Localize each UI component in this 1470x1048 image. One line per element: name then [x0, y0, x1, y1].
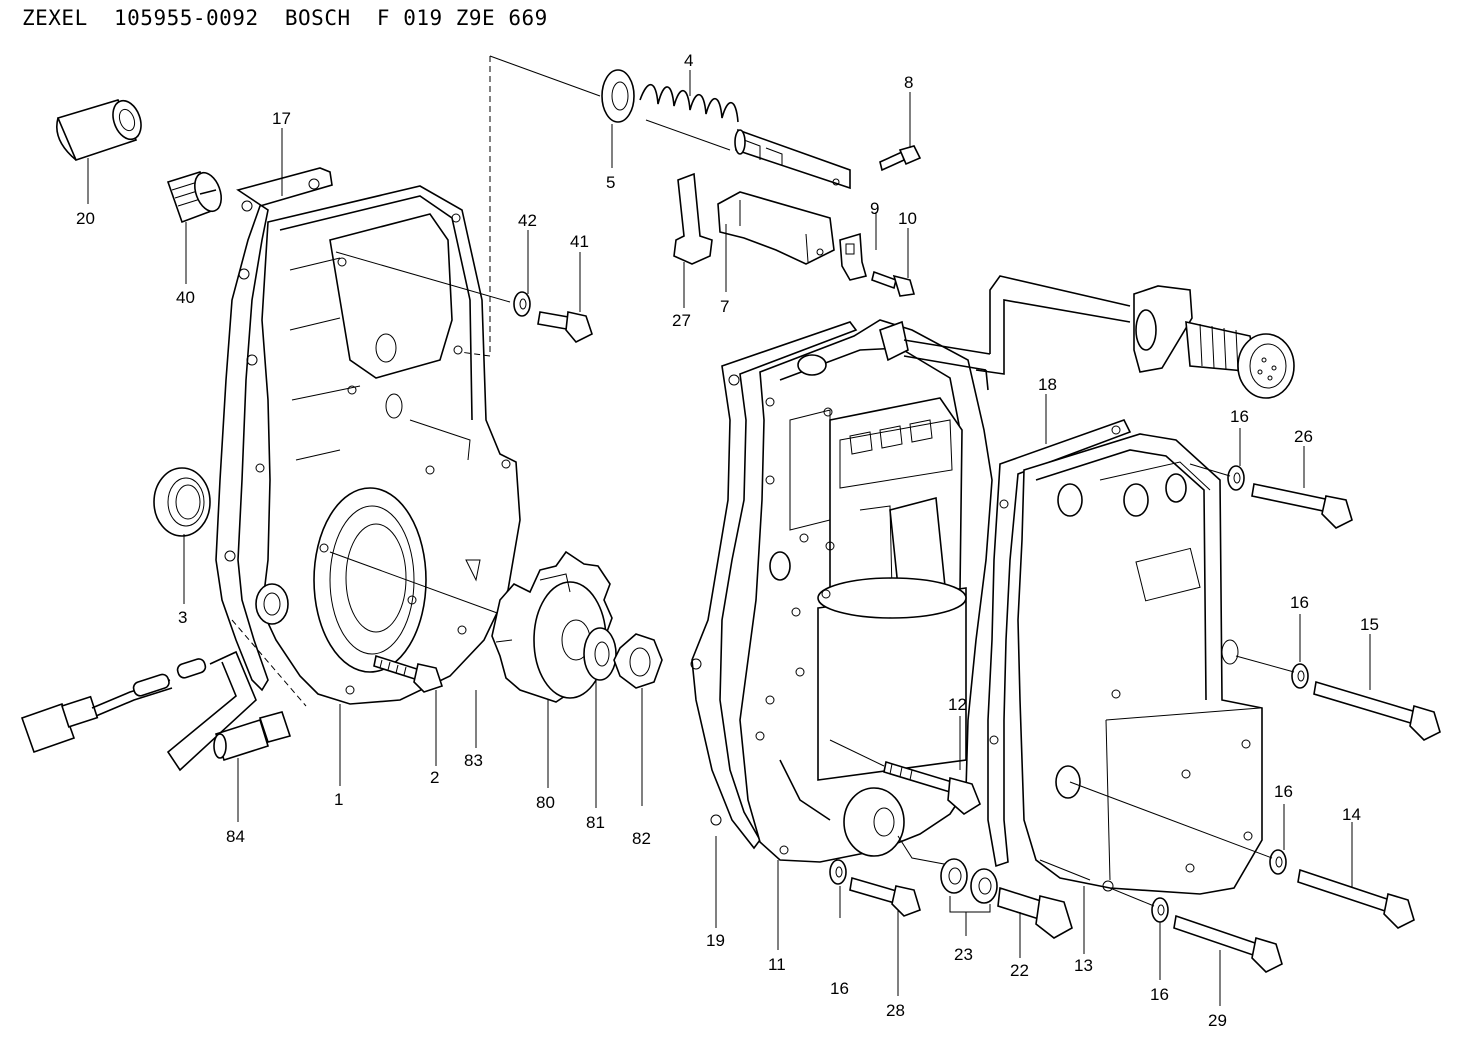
callout-16-a: 16 [1230, 407, 1249, 426]
callout-28: 28 [886, 1001, 905, 1020]
part-1-housing [255, 185, 521, 705]
callout-16-e: 16 [830, 979, 849, 998]
callout-16-b: 16 [1290, 593, 1309, 612]
callout-26: 26 [1294, 427, 1313, 446]
part-27-bracket [673, 172, 713, 265]
part-16-washer-e [829, 859, 847, 885]
part-29-bolt [1109, 887, 1283, 973]
callout-81: 81 [586, 813, 605, 832]
part-12-bolt [829, 739, 981, 815]
part-10-screw [871, 270, 916, 297]
part-16-washer-a [1227, 465, 1245, 491]
callout-16-c: 16 [1274, 782, 1293, 801]
header-brand-bosch: BOSCH [284, 6, 351, 30]
callout-41: 41 [570, 232, 589, 251]
part-linkage-rod [734, 128, 851, 190]
header-bosch-number: F 019 Z9E 669 [376, 6, 548, 30]
callout-19: 19 [706, 931, 725, 950]
part-41-bolt [537, 311, 593, 343]
callout-labels: 1 2 3 4 5 7 8 9 10 11 12 13 14 15 16 16 … [76, 51, 1379, 1030]
part-7-lever [717, 191, 835, 265]
callout-13: 13 [1074, 956, 1093, 975]
callout-14: 14 [1342, 805, 1361, 824]
part-80-rotor [491, 550, 613, 703]
part-16-washer-b [1291, 663, 1309, 689]
part-2-bolt [373, 654, 444, 693]
part-16-washer-d [1151, 897, 1169, 923]
part-3-seal-ring [153, 467, 211, 537]
callout-40: 40 [176, 288, 195, 307]
callout-2: 2 [430, 768, 439, 787]
callout-42: 42 [518, 211, 537, 230]
part-16-washer-c [1269, 849, 1287, 875]
diagram-header: ZEXEL 105955-0092 BOSCH F 019 Z9E 669 [22, 6, 548, 30]
part-81-washer [583, 627, 617, 681]
callout-84: 84 [226, 827, 245, 846]
callout-11: 11 [768, 955, 786, 974]
part-20-sleeve [56, 99, 142, 161]
part-18-gasket [987, 419, 1132, 868]
callout-7: 7 [720, 297, 729, 316]
part-26-bolt [1189, 463, 1353, 529]
part-5-ring [601, 69, 635, 123]
callout-9: 9 [870, 199, 879, 218]
callout-27: 27 [672, 311, 691, 330]
part-40-plug [166, 171, 222, 224]
part-4-spring [639, 83, 739, 151]
part-22-plug-bolt [897, 835, 1073, 939]
part-82-nut [613, 633, 663, 689]
part-13-cover [1017, 433, 1263, 895]
callout-18: 18 [1038, 375, 1057, 394]
callout-17: 17 [272, 109, 291, 128]
callout-20: 20 [76, 209, 95, 228]
part-42-washer [513, 291, 531, 317]
callout-5: 5 [606, 173, 615, 192]
part-17-gasket [215, 167, 333, 692]
callout-80: 80 [536, 793, 555, 812]
part-8-screw [879, 145, 922, 172]
callout-83: 83 [464, 751, 483, 770]
part-19-gasket [690, 321, 858, 850]
callout-3: 3 [178, 608, 187, 627]
callout-12: 12 [948, 695, 967, 714]
part-15-bolt [1235, 655, 1441, 741]
callout-8: 8 [904, 73, 913, 92]
header-brand-zexel: ZEXEL [22, 6, 88, 30]
leader-lines [87, 70, 1371, 1006]
part-11-actuator-housing [739, 319, 993, 863]
part-28-bolt [849, 876, 921, 917]
callout-1: 1 [334, 790, 343, 809]
part-9-plate [839, 232, 867, 281]
callout-10: 10 [898, 209, 917, 228]
cable-and-connector [879, 275, 1295, 399]
leader-line-4 [459, 56, 491, 357]
callout-82: 82 [632, 829, 651, 848]
callout-16-d: 16 [1150, 985, 1169, 1004]
callout-29: 29 [1208, 1011, 1227, 1030]
callout-23: 23 [954, 945, 973, 964]
callout-22: 22 [1010, 961, 1029, 980]
part-14-bolt [1069, 781, 1415, 929]
part-23-washers [940, 858, 998, 936]
header-part-number: 105955-0092 [114, 6, 259, 30]
callout-15: 15 [1360, 615, 1379, 634]
callout-4: 4 [684, 51, 693, 70]
part-84-sensor [20, 619, 307, 772]
